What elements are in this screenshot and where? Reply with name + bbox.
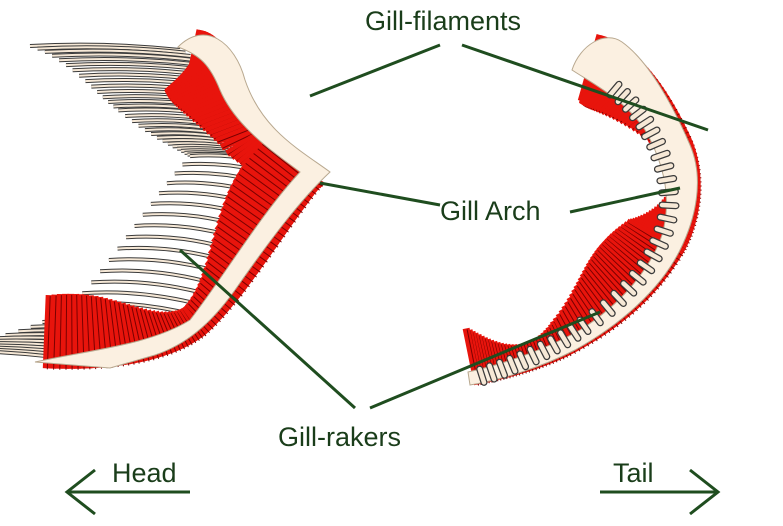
label-tail: Tail <box>613 458 654 488</box>
pointer-arch-left <box>320 183 440 205</box>
label-gill-rakers: Gill-rakers <box>278 422 401 452</box>
pointer-filaments-left <box>310 45 440 96</box>
label-gill-arch: Gill Arch <box>440 196 541 226</box>
pointer-rakers-right <box>370 312 600 408</box>
label-head: Head <box>112 458 177 488</box>
left-gill-arch-assembly <box>0 30 330 370</box>
label-gill-filaments: Gill-filaments <box>365 6 521 36</box>
